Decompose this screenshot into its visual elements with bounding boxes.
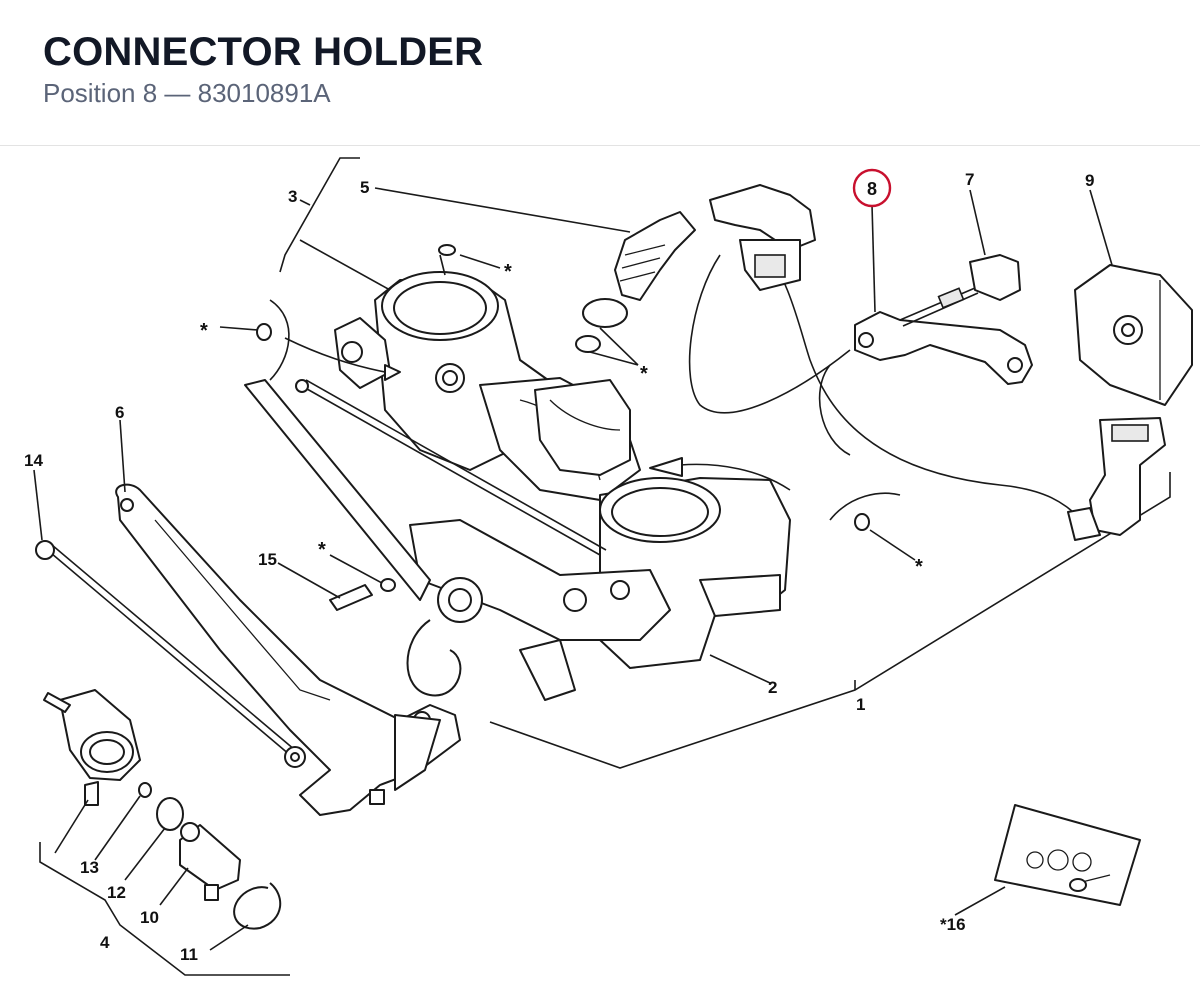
part-6-linkage-arm [115,483,461,816]
callout-star-injector: * [640,363,648,385]
wiring-harness [534,184,1166,541]
group-bracket-3 [279,157,360,273]
part-7-sensor [899,254,1021,327]
callout-1: 1 [856,695,865,714]
callout-star-top: * [504,261,512,283]
part-12-o-ring [156,797,184,831]
throttle-body-assembly [244,271,901,701]
o-ring-injector-large [582,298,628,328]
washer-left [256,323,272,341]
callout-12: 12 [107,883,126,902]
part-15-screw [329,578,396,611]
group-bracket-4 [39,842,290,976]
callout-5: 5 [360,178,369,197]
callout-star-right: * [915,556,923,578]
callout-13: 13 [80,858,99,877]
group-bracket-1 [489,472,1171,769]
callout-2: 2 [768,678,777,697]
part-5-injector [614,211,696,301]
callout-star-15: * [318,539,326,561]
callout-7: 7 [965,170,974,189]
callout-8: 8 [867,179,877,199]
exploded-parts-diagram: 1 2 3 4 5 6 7 9 10 11 12 13 14 15 *16 * … [24,157,1193,976]
page-subtitle: Position 8 — 83010891A [43,78,331,108]
header: CONNECTOR HOLDER Position 8 — 83010891A [0,0,1200,146]
washer-right [854,513,870,531]
callout-11: 11 [180,945,198,964]
fuel-housing [43,689,141,806]
callout-14: 14 [24,451,43,470]
part-13-o-ring [138,782,152,798]
callout-15: 15 [258,550,277,569]
callout-9: 9 [1085,171,1094,190]
callout-3: 3 [288,187,297,206]
part-14-rod [35,540,306,768]
leader-lines [33,187,1113,951]
part-16-hardware-kit [994,804,1141,906]
page-title: CONNECTOR HOLDER [43,30,484,74]
callout-8-highlight-ring [852,168,892,208]
callout-labels: 1 2 3 4 5 6 7 9 10 11 12 13 14 15 *16 * … [24,170,1094,964]
part-8-connector-holder [854,311,1033,385]
part-11-circlip [233,882,282,930]
screw-top [438,244,456,276]
callout-4: 4 [100,933,110,952]
callout-6: 6 [115,403,124,422]
part-10-pressure-regulator [179,822,241,901]
callout-star-left: * [200,320,208,342]
callout-8-highlighted[interactable]: 8 [852,168,892,208]
callout-16: *16 [940,915,966,934]
callout-10: 10 [140,908,159,927]
o-ring-injector-small [575,335,601,353]
part-9-sensor-housing [1074,264,1193,406]
